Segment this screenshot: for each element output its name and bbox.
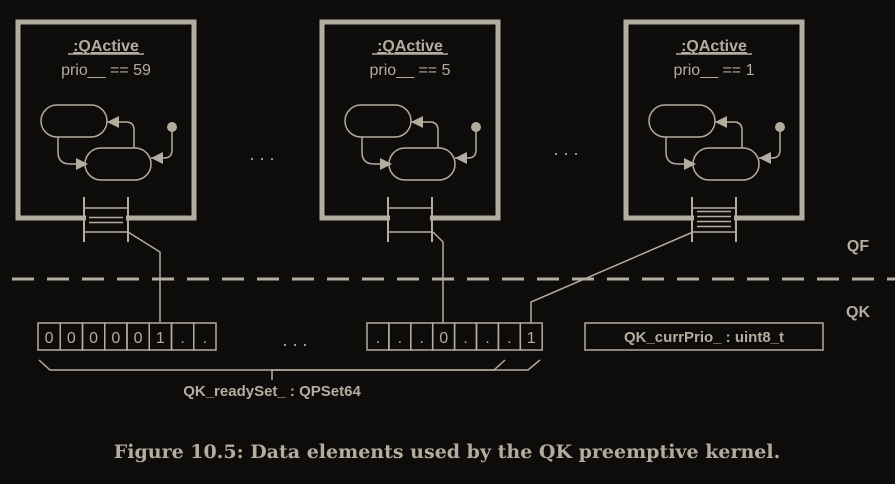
bit-value: 0 [67, 330, 76, 347]
bit-value: . [507, 330, 511, 347]
active-object-title: :QActive [377, 38, 443, 55]
bit-value: . [376, 330, 380, 347]
connector-prio-1 [530, 231, 694, 323]
bit-value: . [398, 330, 402, 347]
layer-label-qk: QK [846, 304, 870, 321]
active-object-prio: prio__ == 59 [61, 62, 151, 79]
bit-cell [519, 322, 543, 351]
bit-value: . [485, 330, 489, 347]
active-object-0: :QActive prio__ == 59 [15, 19, 197, 242]
active-object-1: :QActive prio__ == 5 [319, 19, 501, 242]
curr-prio-label: QK_currPrio_ : uint8_t [624, 329, 784, 346]
bit-value: . [420, 330, 424, 347]
state-machine-icon [344, 104, 481, 181]
state-machine-icon [40, 104, 177, 181]
layer-label-qf: QF [847, 238, 869, 255]
bit-value: . [180, 330, 184, 347]
bit-value: 0 [45, 330, 54, 347]
connector-prio-5 [432, 231, 444, 323]
figure-caption: Figure 10.5: Data elements used by the Q… [114, 441, 780, 463]
ready-set-label: QK_readySet_ : QPSet64 [183, 383, 361, 400]
active-object-2: :QActive prio__ == 1 [623, 19, 805, 242]
ellipsis-1: . . . [249, 144, 274, 164]
bit-value: 1 [527, 330, 536, 347]
connector-prio-59 [127, 231, 161, 322]
active-object-title: :QActive [681, 38, 747, 55]
ellipsis-3: . . . [282, 330, 307, 350]
bit-value: 0 [134, 330, 143, 347]
active-object-prio: prio__ == 5 [370, 62, 451, 79]
bit-value: 0 [439, 330, 448, 347]
event-queue-icon [387, 197, 433, 242]
ready-set-brace-right [272, 359, 541, 371]
event-queue-icon [691, 197, 737, 242]
bit-cell [193, 322, 217, 351]
bit-value: 0 [111, 330, 120, 347]
bit-value: . [463, 330, 467, 347]
event-queue-icon [83, 197, 129, 242]
bit-value: 0 [89, 330, 98, 347]
state-machine-icon [648, 104, 785, 181]
ellipsis-2: . . . [553, 139, 578, 159]
curr-prio-box [584, 322, 824, 351]
bit-value: 1 [156, 330, 165, 347]
active-object-prio: prio__ == 1 [674, 62, 755, 79]
bit-value: . [203, 330, 207, 347]
active-object-title: :QActive [73, 38, 139, 55]
